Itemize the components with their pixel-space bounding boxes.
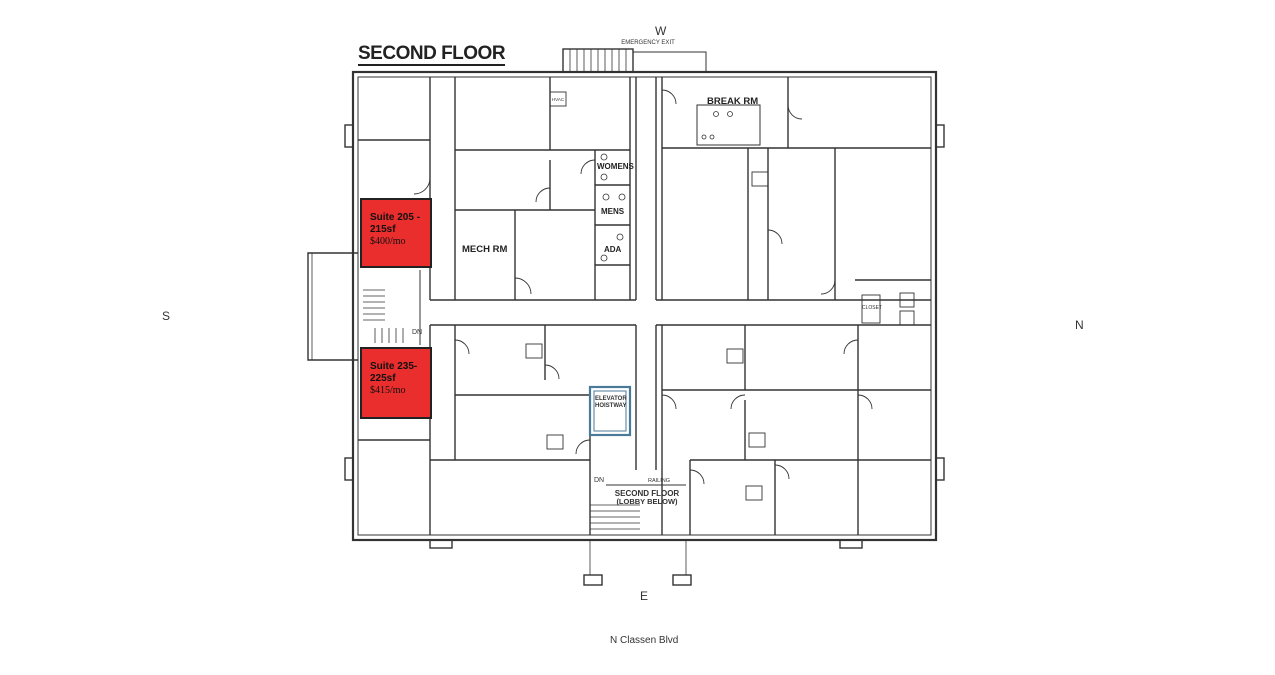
compass-east: E bbox=[640, 589, 649, 603]
lobby-sub-label: (LOBBY BELOW) bbox=[616, 497, 678, 506]
break-room-label: BREAK RM bbox=[707, 96, 759, 107]
elevator-label: ELEVATOR HOISTWAY bbox=[595, 396, 627, 409]
elevator-shaft bbox=[588, 385, 632, 437]
womens-restroom-label: WOMENS bbox=[597, 162, 634, 171]
street-name: N Classen Blvd bbox=[610, 635, 679, 646]
suite-205-price: $400/mo bbox=[370, 236, 406, 247]
page-title: SECOND FLOOR bbox=[358, 43, 506, 66]
lobby-title-label: SECOND FLOOR bbox=[614, 489, 680, 498]
mech-room-label: MECH RM bbox=[462, 244, 508, 255]
mens-restroom-label: MENS bbox=[601, 207, 625, 216]
closet-label: CLOSET bbox=[862, 305, 883, 311]
suite-235-highlight[interactable]: Suite 235- 225sf $415/mo bbox=[360, 347, 432, 419]
ada-restroom-label: ADA bbox=[604, 245, 622, 254]
suite-235-price: $415/mo bbox=[370, 385, 406, 396]
building-outer-wall bbox=[351, 70, 938, 542]
compass-west: W bbox=[655, 24, 667, 38]
railing-label: RAILING bbox=[648, 478, 671, 484]
compass-north: N bbox=[1075, 318, 1084, 332]
stair-down-label-left: DN bbox=[412, 329, 423, 336]
compass-south: S bbox=[162, 309, 171, 323]
suite-205-highlight[interactable]: Suite 205 - 215sf $400/mo bbox=[360, 198, 432, 268]
west-entry-canopy bbox=[307, 252, 358, 361]
hvac-label: HVAC bbox=[551, 97, 565, 102]
emergency-exit-label: EMERGENCY EXIT bbox=[621, 40, 675, 46]
building-inner-wall bbox=[357, 76, 932, 536]
suite-235-name: Suite 235- 225sf bbox=[370, 361, 418, 384]
suite-205-name: Suite 205 - 215sf bbox=[370, 212, 421, 235]
stair-down-label-bottom: DN bbox=[594, 477, 605, 484]
